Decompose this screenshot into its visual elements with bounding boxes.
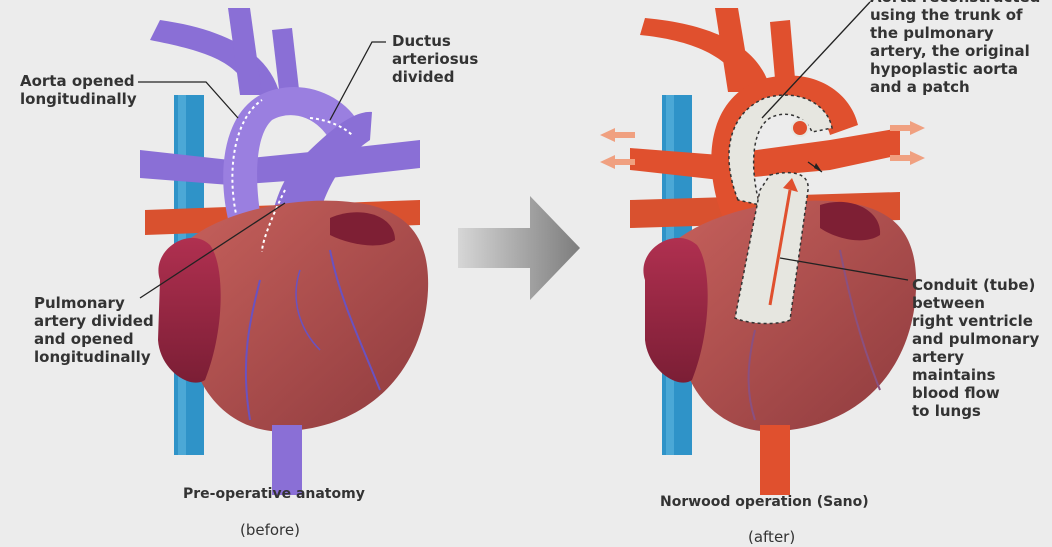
label-ductus-arteriosus: Ductus arteriosus divided: [392, 32, 478, 86]
subcaption-after: (after): [748, 528, 795, 546]
before-illustration: [138, 8, 428, 495]
label-aorta-reconstructed: Aorta reconstructed using the trunk of t…: [870, 0, 1040, 96]
label-conduit: Conduit (tube) between right ventricle a…: [912, 276, 1052, 420]
label-pulmonary-divided: Pulmonary artery divided and opened long…: [34, 294, 154, 366]
subcaption-before: (before): [240, 521, 300, 539]
label-aorta-opened: Aorta opened longitudinally: [20, 72, 137, 108]
caption-before: Pre-operative anatomy: [183, 486, 365, 502]
caption-after: Norwood operation (Sano): [660, 494, 869, 510]
right-arrow-icon: [458, 196, 580, 300]
